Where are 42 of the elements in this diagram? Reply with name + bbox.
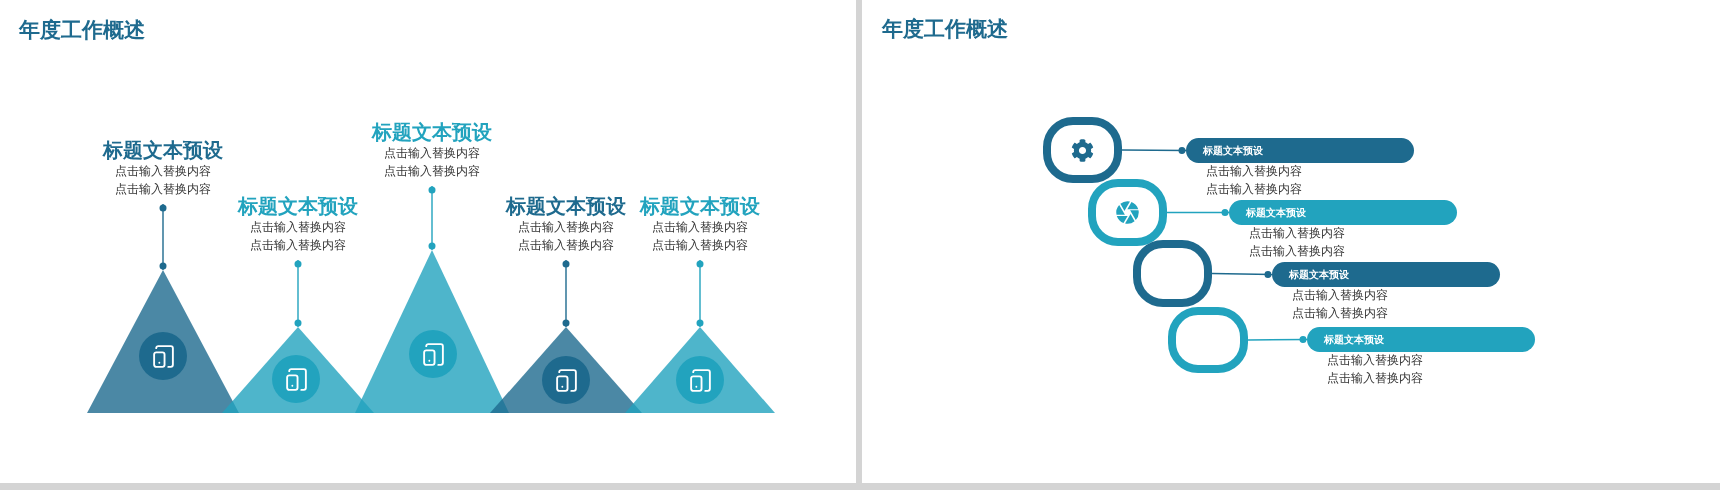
body-text: 点击输入替换内容 [518,220,614,235]
body-text: 点击输入替换内容 [1292,288,1388,303]
connector-line [159,203,167,271]
body-text: 点击输入替换内容 [1206,182,1302,197]
title-banner: 标题文本预设 [1229,200,1457,225]
connector-line [294,259,302,328]
connector-line [428,185,436,251]
body-text: 点击输入替换内容 [1249,226,1345,241]
title-banner: 标题文本预设 [1307,327,1535,352]
body-text: 点击输入替换内容 [1249,244,1345,259]
body-text: 点击输入替换内容 [1327,353,1423,368]
body-text: 点击输入替换内容 [1292,306,1388,321]
body-text: 点击输入替换内容 [384,146,480,161]
connector-line [562,259,570,328]
rounded-frame [1088,179,1167,246]
body-text: 点击输入替换内容 [115,164,211,179]
section-heading: 标题文本预设 [506,194,626,218]
body-text: 点击输入替换内容 [1327,371,1423,386]
title-banner: 标题文本预设 [1186,138,1414,163]
body-text: 点击输入替换内容 [384,164,480,179]
body-text: 点击输入替换内容 [1206,164,1302,179]
body-text: 点击输入替换内容 [250,220,346,235]
slide-title: 年度工作概述 [882,17,1008,41]
body-text: 点击输入替换内容 [115,182,211,197]
connector-line [1247,336,1308,344]
rounded-frame [1133,240,1212,307]
connector-line [696,259,704,328]
body-text: 点击输入替换内容 [652,220,748,235]
slide-title: 年度工作概述 [19,18,145,42]
body-text: 点击输入替换内容 [250,238,346,253]
connector-line [1166,209,1230,216]
section-heading: 标题文本预设 [238,194,358,218]
body-text: 点击输入替换内容 [652,238,748,253]
section-heading: 标题文本预设 [372,120,492,144]
connector-line [1121,146,1187,154]
connector-line [1211,270,1273,278]
section-heading: 标题文本预设 [103,138,223,162]
section-heading: 标题文本预设 [640,194,760,218]
rounded-frame [1043,117,1122,183]
title-banner: 标题文本预设 [1272,262,1500,287]
body-text: 点击输入替换内容 [518,238,614,253]
rounded-frame [1168,307,1248,373]
